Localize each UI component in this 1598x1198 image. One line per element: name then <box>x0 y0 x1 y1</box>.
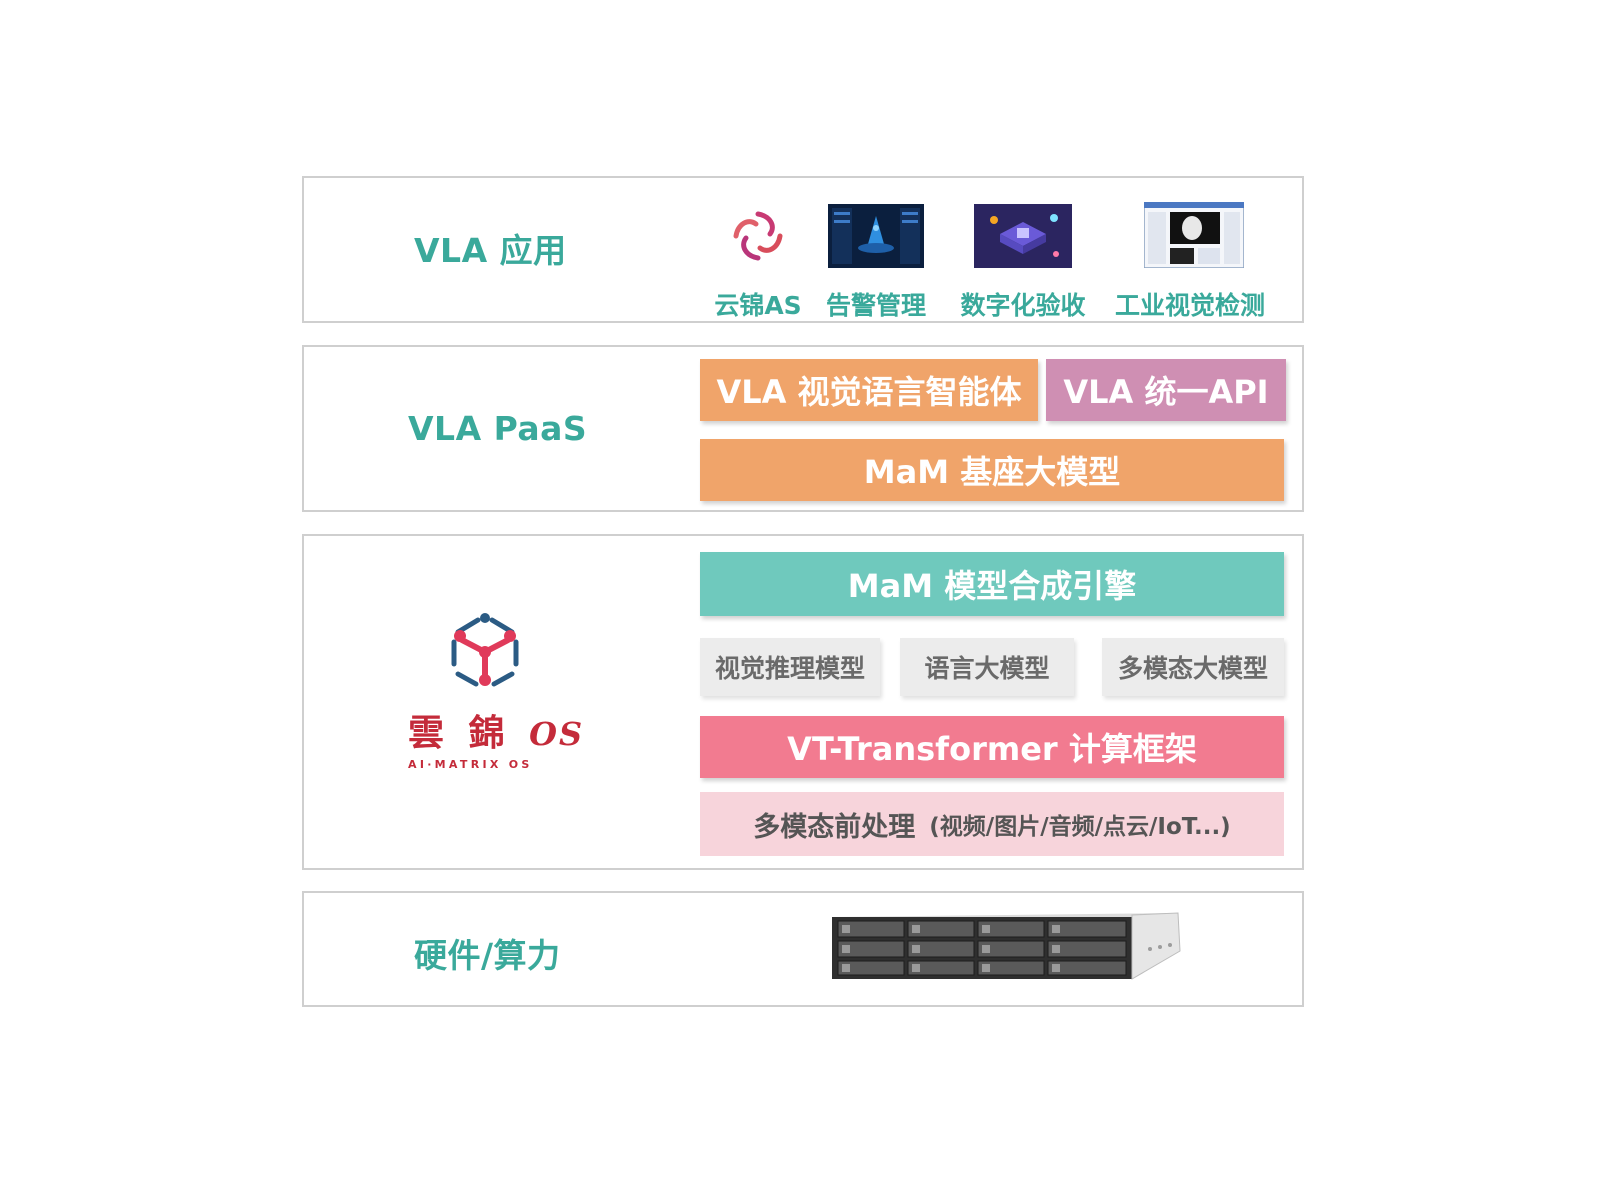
app-label-yunjin-as: 云锦AS <box>714 291 802 320</box>
mam-synthesis-engine-block: MaM 模型合成引擎 <box>700 552 1284 616</box>
app-label-alarm-management: 告警管理 <box>825 291 926 320</box>
preprocess-label: 多模态前处理 <box>753 811 916 843</box>
cube-network-logo-icon <box>451 613 519 687</box>
vision-reasoning-model-block: 视觉推理模型 <box>700 638 880 696</box>
preprocess-detail: (视频/图片/音频/点云/IoT...) <box>929 814 1231 840</box>
layer-os: 雲 錦 OS AI·MATRIX OS MaM 模型合成引擎 视觉推理模型 语言… <box>302 534 1304 870</box>
swirl-logo-icon <box>733 211 783 261</box>
layer-hardware: 硬件/算力 <box>302 891 1304 1007</box>
rack-server-icon <box>832 912 1181 980</box>
hardware-layer-title: 硬件/算力 <box>414 936 561 975</box>
layer-application: VLA 应用 云锦AS 告警管理 数字化验收 <box>302 176 1304 323</box>
multimodal-preprocess-block: 多模态前处理 (视频/图片/音频/点云/IoT...) <box>700 792 1284 856</box>
layer-paas: VLA PaaS VLA 视觉语言智能体 VLA 统一API MaM 基座大模型 <box>302 345 1304 512</box>
vla-api-block: VLA 统一API <box>1046 359 1286 421</box>
software-window-icon <box>1144 202 1244 268</box>
multimodal-large-model-block: 多模态大模型 <box>1102 638 1284 696</box>
isometric-tech-icon <box>974 204 1072 268</box>
logo-subtitle: AI·MATRIX OS <box>408 758 533 771</box>
mam-base-model-block: MaM 基座大模型 <box>700 439 1284 501</box>
language-large-model-block: 语言大模型 <box>900 638 1074 696</box>
logo-cn-text: 雲 錦 OS <box>408 704 584 756</box>
logo-os-chars: OS <box>529 715 585 753</box>
app-label-industrial-vision: 工业视觉检测 <box>1114 291 1265 320</box>
app-label-digital-acceptance: 数字化验收 <box>960 291 1086 320</box>
logo-cn-chars: 雲 錦 <box>408 712 511 754</box>
application-layer-title: VLA 应用 <box>414 231 567 270</box>
vt-transformer-framework-block: VT-Transformer 计算框架 <box>700 716 1284 778</box>
dashboard-screenshot-icon <box>828 204 924 268</box>
vla-agent-block: VLA 视觉语言智能体 <box>700 359 1038 421</box>
paas-layer-title: VLA PaaS <box>408 409 588 448</box>
